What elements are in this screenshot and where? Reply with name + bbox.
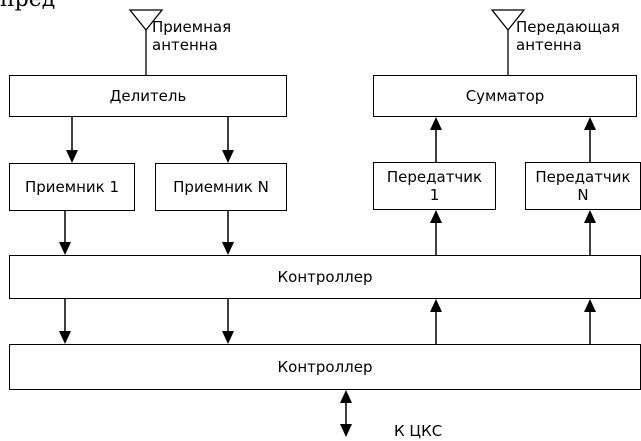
transmitter-1-block: Передатчик 1 xyxy=(373,162,496,210)
edge-transmitter-n-to-combiner xyxy=(584,117,596,162)
edge-receiver-n-to-controller-top xyxy=(222,211,234,255)
edge-controller-bottom-to-controller-top-right-n xyxy=(584,299,596,344)
edge-controller-bottom-to-controller-top-right-1 xyxy=(430,299,442,344)
edge-splitter-to-receiver-1 xyxy=(66,117,78,163)
receive-antenna-label: Приемная антенна xyxy=(152,18,232,54)
transmit-antenna-label: Передающая антенна xyxy=(516,18,620,54)
edge-splitter-to-receiver-n xyxy=(222,117,234,163)
transmitter-n-block: Передатчик N xyxy=(525,162,641,210)
edge-controller-top-to-transmitter-n xyxy=(584,210,596,255)
cropped-top-text: пред xyxy=(0,0,60,12)
external-network-label: К ЦКС xyxy=(394,422,443,440)
combiner-block: Сумматор xyxy=(373,75,637,117)
edge-receiver-1-to-controller-top xyxy=(59,211,71,255)
edge-controller-top-to-controller-bottom-left xyxy=(59,299,71,344)
edge-controller-bottom-to-external-network xyxy=(340,390,352,437)
transmit-antenna-icon xyxy=(490,9,526,75)
edge-controller-top-to-controller-bottom-middle xyxy=(222,299,234,344)
splitter-block: Делитель xyxy=(9,75,287,117)
receiver-n-block: Приемник N xyxy=(155,163,287,211)
receive-antenna-icon xyxy=(128,9,164,75)
edge-transmitter-1-to-combiner xyxy=(430,117,442,162)
controller-bottom-block: Контроллер xyxy=(9,344,641,390)
edge-controller-top-to-transmitter-1 xyxy=(430,210,442,255)
controller-top-block: Контроллер xyxy=(9,255,641,299)
receiver-1-block: Приемник 1 xyxy=(9,163,135,211)
